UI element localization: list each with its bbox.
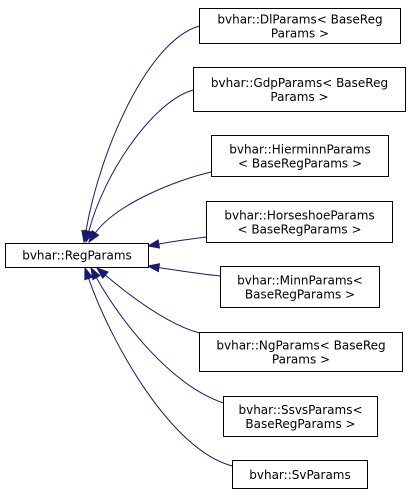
inheritance-arrowhead	[90, 266, 101, 281]
inheritance-arrowhead	[146, 239, 161, 249]
derived-class-label: Params >	[271, 27, 329, 41]
inheritance-edge	[105, 274, 200, 334]
derived-class-label: bvhar::NgParams< BaseReg	[216, 339, 385, 353]
inheritance-edge	[88, 278, 233, 467]
base-class-box	[5, 243, 149, 268]
derived-class-node[interactable]: bvhar::NgParams< BaseRegParams >	[199, 332, 403, 372]
derived-class-box	[199, 8, 401, 44]
derived-class-box	[223, 396, 378, 437]
class-nodes: bvhar::RegParams bvhar::DlParams< BaseRe…	[5, 8, 406, 489]
inheritance-arrowhead	[84, 266, 94, 281]
derived-class-label: < BaseRegParams >	[237, 223, 361, 237]
derived-class-node[interactable]: bvhar::HierminnParams< BaseRegParams >	[211, 135, 389, 177]
derived-class-label: BaseRegParams >	[245, 417, 355, 431]
derived-class-node[interactable]: bvhar::SsvsParams<BaseRegParams >	[223, 396, 378, 437]
derived-class-node[interactable]: bvhar::GdpParams< BaseRegParams >	[193, 67, 406, 112]
inheritance-edges	[81, 25, 233, 467]
inheritance-arrowhead	[88, 229, 100, 244]
derived-class-label: Params >	[272, 353, 330, 367]
derived-class-label: bvhar::GdpParams< BaseReg	[211, 76, 388, 90]
derived-class-label: bvhar::MinnParams<	[237, 274, 363, 288]
derived-class-node[interactable]: bvhar::DlParams< BaseRegParams >	[199, 8, 401, 44]
inheritance-edge	[158, 236, 207, 245]
derived-class-label: bvhar::HierminnParams	[229, 143, 370, 157]
derived-class-label: bvhar::SsvsParams<	[238, 403, 362, 417]
inheritance-edge	[85, 25, 200, 232]
inheritance-edge	[95, 277, 224, 404]
inheritance-edge	[88, 89, 194, 232]
derived-class-node[interactable]: bvhar::SvParams	[232, 460, 368, 489]
derived-class-node[interactable]: bvhar::HorseshoeParams< BaseRegParams >	[206, 201, 393, 243]
derived-class-box	[232, 460, 368, 489]
derived-class-box	[206, 201, 393, 243]
derived-class-box	[193, 67, 406, 112]
derived-class-box	[211, 135, 389, 177]
derived-class-box	[199, 332, 403, 372]
derived-class-label: BaseRegParams >	[245, 288, 355, 302]
inheritance-edge	[158, 267, 221, 277]
inheritance-arrowhead	[95, 267, 109, 279]
derived-class-label: bvhar::DlParams< BaseReg	[217, 13, 382, 27]
derived-class-node[interactable]: bvhar::MinnParams<BaseRegParams >	[220, 266, 380, 308]
derived-class-label: < BaseRegParams >	[238, 157, 362, 171]
derived-class-label: bvhar::HorseshoeParams	[224, 209, 374, 223]
derived-class-label: bvhar::SvParams	[249, 468, 350, 482]
base-class-label: bvhar::RegParams	[22, 249, 132, 263]
inheritance-arrowhead	[84, 229, 94, 244]
base-class-node[interactable]: bvhar::RegParams	[5, 243, 149, 268]
derived-class-box	[220, 266, 380, 308]
inheritance-arrowhead	[146, 263, 161, 273]
derived-class-label: Params >	[270, 90, 328, 104]
inheritance-edge	[94, 171, 212, 234]
